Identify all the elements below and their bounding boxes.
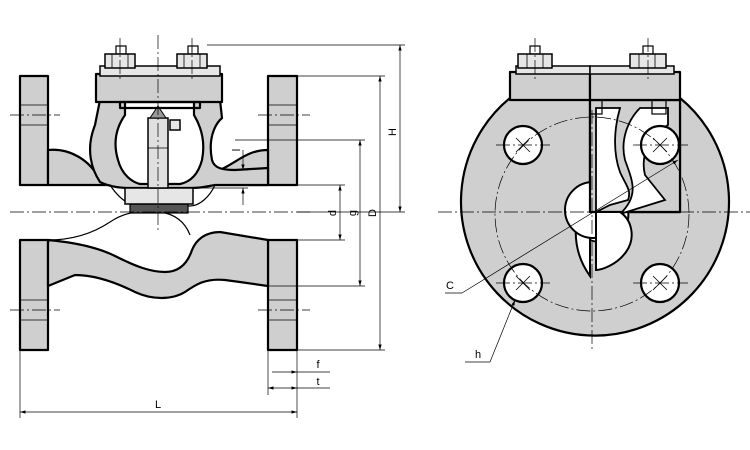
- label-L: L: [155, 399, 161, 411]
- label-H: H: [387, 128, 399, 136]
- valve-disc: [124, 187, 194, 205]
- body-lower-wall: [46, 230, 270, 300]
- flow-channel-lower: [47, 210, 191, 241]
- section-bore: [595, 211, 633, 272]
- side-section-view: H D g d l f t L: [10, 35, 405, 418]
- label-g: g: [347, 210, 359, 216]
- section-cavity: [595, 107, 631, 214]
- dim-h: [489, 299, 516, 363]
- label-C: C: [446, 280, 454, 292]
- bonnet-cap: [99, 65, 221, 77]
- dim-C: [461, 159, 679, 294]
- end-bonnet-right: [588, 70, 682, 102]
- end-bonnet-flange-left: [589, 99, 603, 115]
- guide-pin: [169, 119, 181, 131]
- bolt-circle: [494, 116, 690, 312]
- bonnet-gasket: [118, 100, 202, 110]
- label-D: D: [367, 209, 379, 217]
- label-l: l: [231, 149, 243, 151]
- label-d: d: [327, 210, 339, 216]
- body-neck: [88, 98, 270, 190]
- flange-bolt-holes-left: [20, 104, 48, 321]
- end-flange-view: C h: [438, 38, 750, 363]
- end-bonnet-flange-right: [651, 99, 667, 115]
- right-flange: [266, 74, 299, 352]
- label-f: f: [316, 359, 320, 371]
- left-flange: [18, 74, 50, 352]
- label-t: t: [316, 376, 319, 388]
- label-h: h: [475, 349, 481, 361]
- bonnet: [94, 72, 224, 104]
- flange-bolt-holes-right: [268, 104, 297, 321]
- end-bonnet-left: [508, 70, 592, 102]
